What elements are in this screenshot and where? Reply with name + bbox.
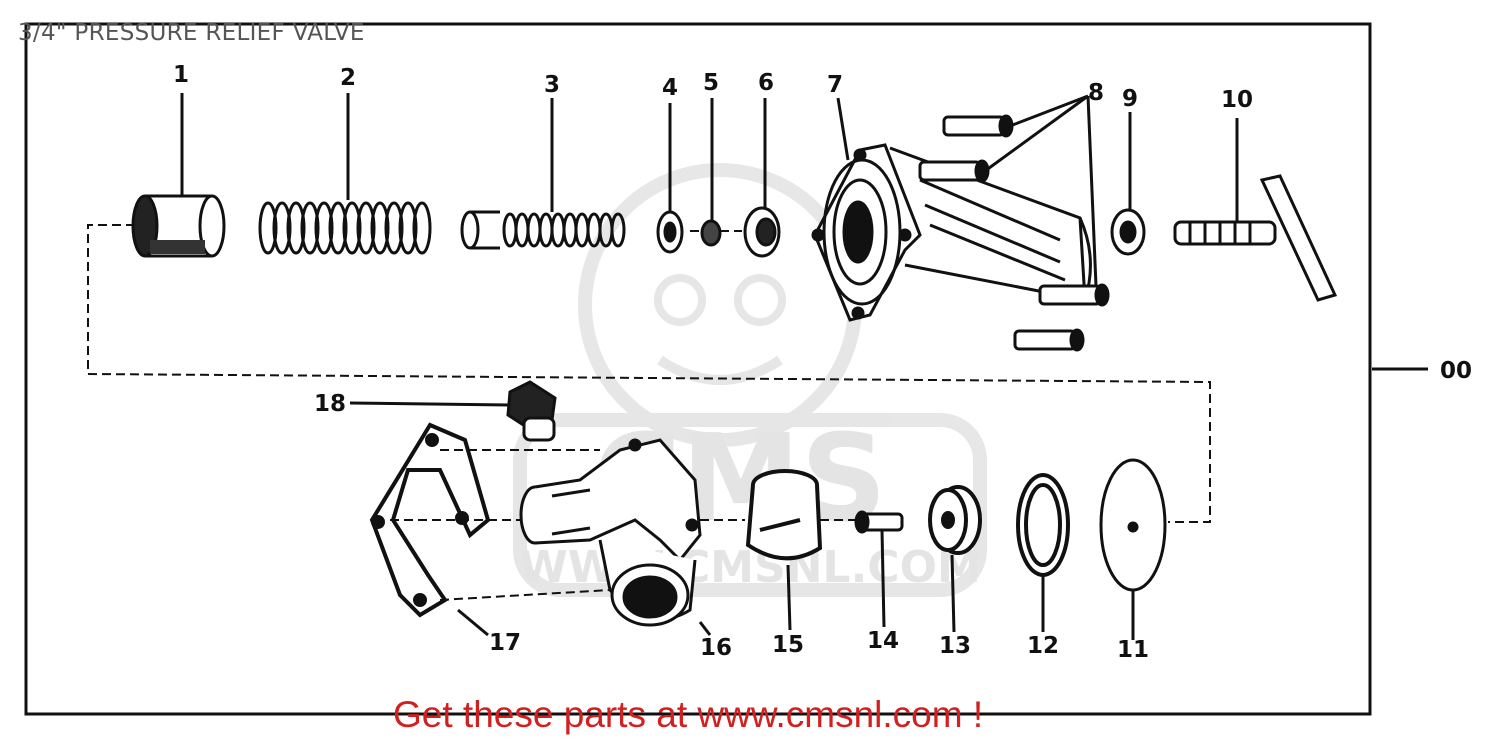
footer-link-text[interactable]: Get these parts at www.cmsnl.com !: [393, 694, 984, 735]
diagram-title: 3/4" PRESSURE RELIEF VALVE: [18, 20, 365, 46]
part-18-cap: [506, 380, 557, 442]
callout-11: 11: [1117, 637, 1149, 663]
callout-1: 1: [173, 62, 189, 88]
callout-14: 14: [867, 628, 899, 654]
part-14-screw: [854, 510, 904, 534]
callout-4: 4: [662, 75, 678, 101]
part-11-diaphragm: [1099, 458, 1167, 592]
watermark-url: WWW.CMSNL.COM: [519, 542, 981, 593]
callout-18: 18: [314, 391, 346, 417]
part-1-cylinder: [131, 194, 226, 258]
part-10-t-handle: [1173, 174, 1338, 302]
part-3-piston-spring: [460, 210, 626, 250]
callout-2: 2: [340, 65, 356, 91]
callout-3: 3: [544, 72, 560, 98]
part-15-clamp: [745, 469, 823, 561]
part-7-housing: [811, 143, 1092, 322]
callout-16: 16: [700, 635, 732, 661]
part-8-bolts: [918, 114, 1110, 352]
diagram-frame: [24, 22, 1372, 716]
part-16-valve-body: [519, 438, 702, 627]
part-9-nut: [1110, 208, 1146, 256]
callout-8: 8: [1088, 80, 1104, 106]
part-17-gasket: [369, 422, 491, 618]
callout-15: 15: [772, 632, 804, 658]
callout-6: 6: [758, 70, 774, 96]
part-2-spring: [258, 201, 432, 255]
part-5-washer: [700, 219, 722, 247]
part-6-nut: [743, 206, 781, 258]
assembly-label: 00: [1440, 358, 1472, 384]
callout-9: 9: [1122, 86, 1138, 112]
callout-numbers: 1 2 3 4 5 6 7 8 9 10 11 12 13 14 15 16 1…: [173, 62, 1472, 663]
leader-lines: [180, 93, 1428, 640]
callout-13: 13: [939, 633, 971, 659]
callout-12: 12: [1027, 633, 1059, 659]
callout-10: 10: [1221, 87, 1253, 113]
callout-5: 5: [703, 70, 719, 96]
watermark-mascot-icon: [578, 163, 862, 447]
part-4-nut: [656, 210, 684, 254]
part-13-bushing: [928, 485, 982, 555]
callout-7: 7: [827, 72, 843, 98]
part-12-o-ring: [1016, 473, 1070, 577]
watermark: CMS WWW.CMSNL.COM: [513, 163, 987, 597]
assembly-dash-lines: [87, 224, 1211, 601]
callout-17: 17: [489, 630, 521, 656]
